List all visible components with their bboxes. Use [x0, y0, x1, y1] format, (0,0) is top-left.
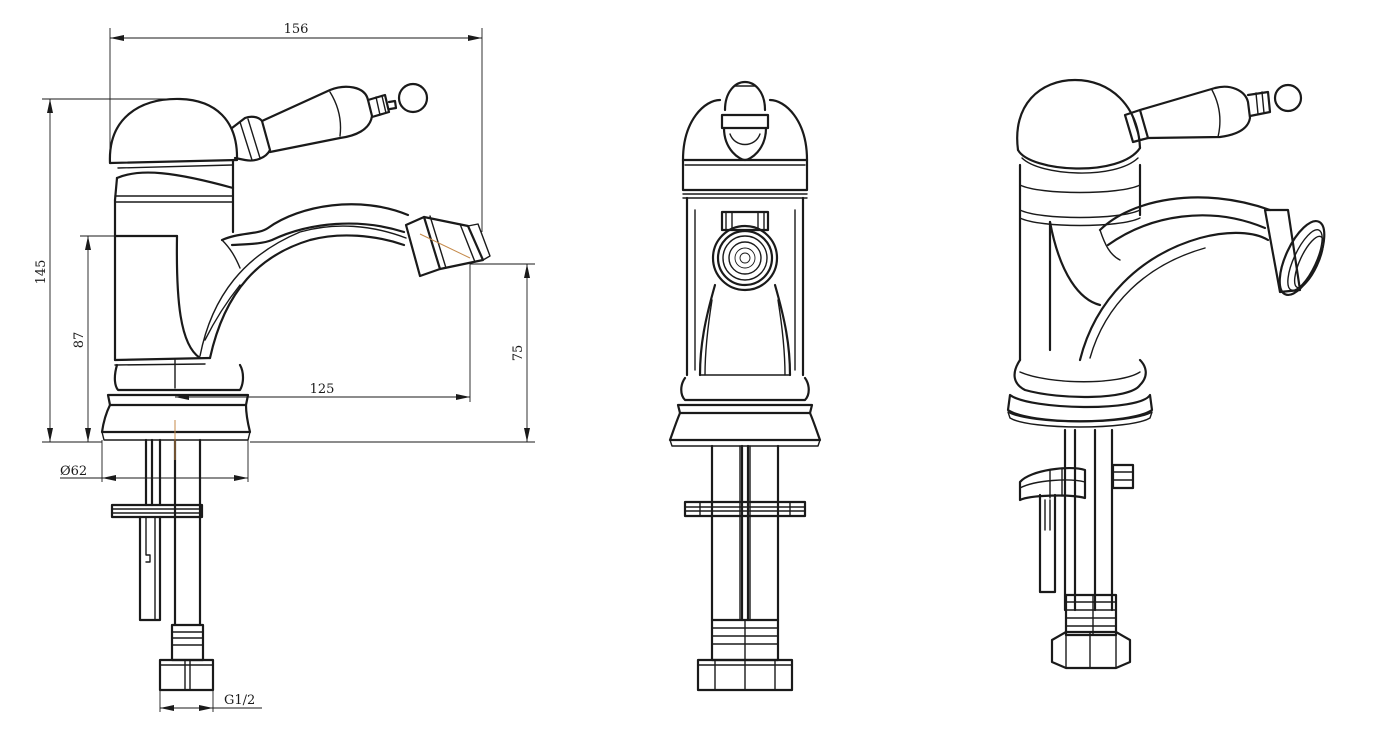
isometric-view — [1006, 78, 1326, 670]
dim-75: 75 — [511, 345, 526, 362]
side-view — [100, 82, 491, 692]
dim-87: 87 — [72, 332, 87, 349]
dim-125: 125 — [310, 382, 335, 397]
dim-thread-g12: G1/2 — [224, 693, 255, 708]
dimension-lines — [42, 28, 535, 712]
dim-145: 145 — [34, 260, 49, 285]
dim-156: 156 — [284, 22, 309, 37]
front-view — [668, 80, 822, 692]
dim-diameter-62: Ø62 — [60, 464, 87, 479]
